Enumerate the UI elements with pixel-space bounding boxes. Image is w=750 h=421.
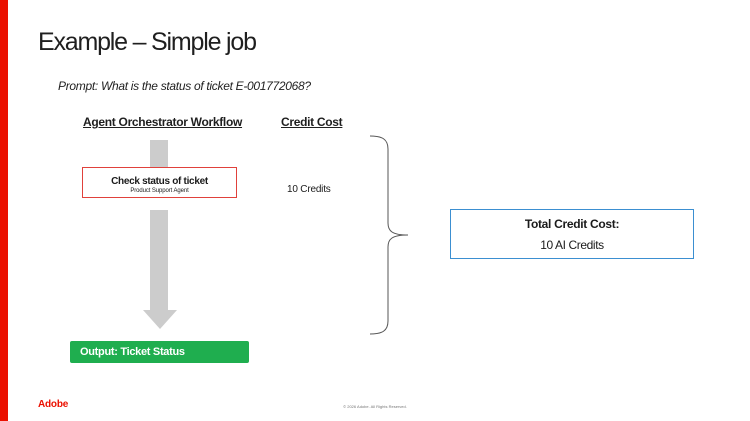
output-bar: Output: Ticket Status [70, 341, 249, 363]
step-credit-cost: 10 Credits [287, 184, 331, 195]
step-title: Check status of ticket [111, 176, 208, 187]
brace-path [369, 135, 409, 335]
prompt-text: Prompt: What is the status of ticket E-0… [58, 79, 311, 93]
brand-accent-bar [0, 0, 8, 421]
adobe-logo: Adobe [38, 399, 69, 410]
workflow-step-box: Check status of ticket Product Support A… [82, 167, 237, 198]
total-credit-value: 10 AI Credits [540, 238, 604, 252]
credit-column-header: Credit Cost [281, 115, 343, 129]
workflow-column-header: Agent Orchestrator Workflow [83, 115, 243, 129]
step-agent-label: Product Support Agent [130, 188, 189, 194]
slide-title: Example – Simple job [38, 28, 257, 56]
total-credit-box: Total Credit Cost: 10 AI Credits [450, 209, 694, 259]
total-credit-title: Total Credit Cost: [524, 217, 620, 231]
output-label: Output: Ticket Status [80, 346, 185, 358]
copyright-footer: © 2026 Adobe. All Rights Reserved. [343, 404, 407, 409]
flow-arrow-top-segment [150, 140, 168, 167]
flow-arrow-down-icon [143, 210, 177, 329]
flow-arrow-shape [143, 210, 177, 329]
right-curly-brace-icon [369, 135, 409, 335]
